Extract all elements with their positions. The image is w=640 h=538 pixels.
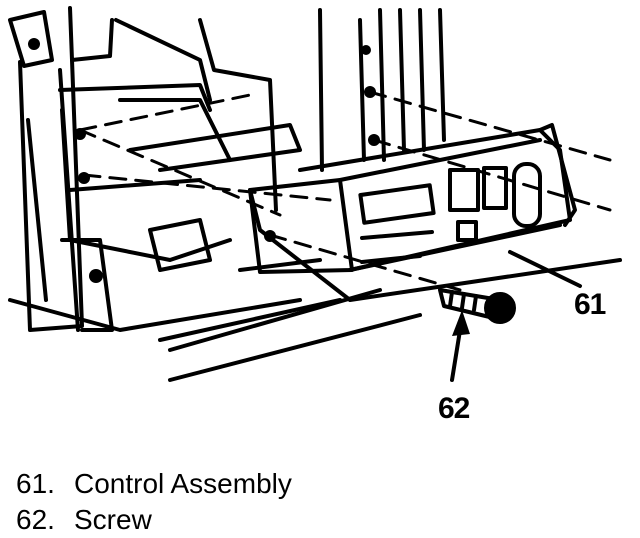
legend-label: Control Assembly (74, 468, 292, 499)
mounting-bracket (58, 6, 322, 272)
callout-label-62: 62 (438, 392, 470, 425)
legend-item: 61. Control Assembly (16, 466, 292, 502)
arrowhead-62 (452, 310, 470, 336)
parts-legend: 61. Control Assembly 62. Screw (16, 466, 292, 538)
callout-label-61: 61 (574, 288, 606, 321)
legend-number: 61. (16, 468, 55, 499)
control-assembly-shape (248, 123, 577, 274)
leader-line-61 (508, 250, 582, 288)
right-panel (318, 8, 446, 172)
alignment-lines (78, 90, 612, 292)
screw-shape (438, 288, 516, 324)
legend-number: 62. (16, 504, 55, 535)
exploded-diagram (8, 6, 622, 382)
dash-rails (8, 188, 622, 382)
legend-label: Screw (74, 504, 152, 535)
legend-item: 62. Screw (16, 502, 292, 538)
